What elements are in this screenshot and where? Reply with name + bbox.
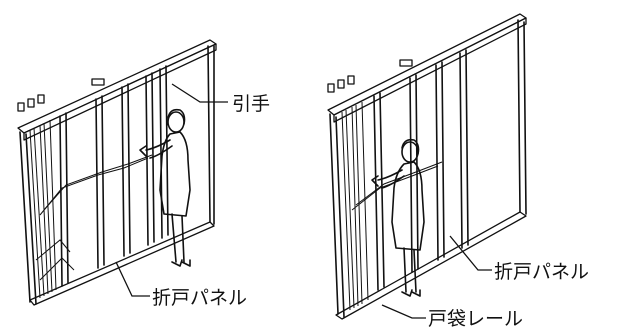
left-bottom-rail (29, 221, 215, 306)
leader-rail (381, 304, 426, 319)
left-top-rail (17, 39, 217, 134)
right-top-rail (327, 13, 527, 116)
left-person-figure (139, 108, 191, 267)
right-door-assembly (327, 13, 527, 320)
left-door-assembly (17, 39, 217, 306)
right-person-figure (371, 138, 425, 297)
label-rail: 戸袋レール (428, 308, 523, 329)
label-panel-left: 折戸パネル (152, 287, 247, 309)
leader-panel-right (449, 235, 492, 271)
label-handle: 引手 (232, 93, 270, 115)
callouts: 引手 折戸パネル 折戸パネル 戸袋レール (115, 83, 589, 329)
leader-handle (171, 83, 228, 103)
leader-panel-left (115, 261, 150, 297)
label-panel-right: 折戸パネル (494, 261, 589, 283)
